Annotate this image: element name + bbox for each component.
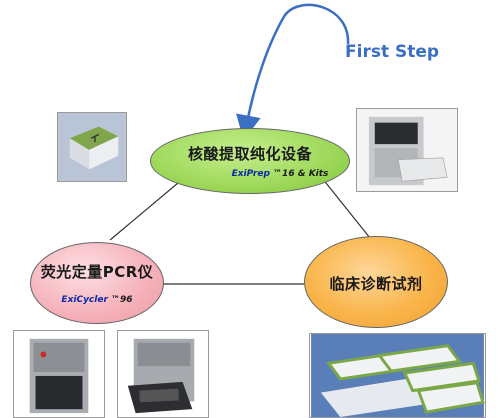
connector-line-nucleic-pcr: [109, 182, 179, 241]
node-diagnostic-title: 临床诊断试剂: [329, 275, 423, 293]
reagent-kits-photo: [309, 333, 486, 418]
exiprep-instrument-photo: [356, 108, 458, 192]
node-nucleic-acid-extraction: 核酸提取纯化设备 ExiPrep ™16 & Kits: [150, 128, 350, 194]
first-step-label: First Step: [345, 42, 440, 62]
node-clinical-diagnostic: 临床诊断试剂: [304, 236, 448, 328]
exicycler-open-photo: [117, 330, 209, 418]
exicycler-closed-photo: [13, 330, 105, 418]
node-nucleic-acid-title: 核酸提取纯化设备: [187, 145, 312, 163]
connector-line-nucleic-diagnostic: [321, 177, 371, 239]
node-pcr-title: 荧光定量PCR仪: [40, 263, 154, 281]
exicycler-model: ™96: [107, 295, 133, 305]
first-step-arrow: [236, 3, 350, 141]
exiprep-model: ™16 & Kits: [269, 169, 329, 179]
exiprep-brand: ExiPrep: [231, 169, 270, 179]
exicycler-brand: ExiCycler: [61, 295, 108, 305]
kit-box-photo: [57, 112, 127, 182]
node-pcr-subtitle: ExiCycler ™96: [31, 295, 163, 305]
node-pcr-instrument: 荧光定量PCR仪 ExiCycler ™96: [30, 242, 164, 324]
node-nucleic-acid-subtitle: ExiPrep ™16 & Kits: [151, 169, 349, 179]
